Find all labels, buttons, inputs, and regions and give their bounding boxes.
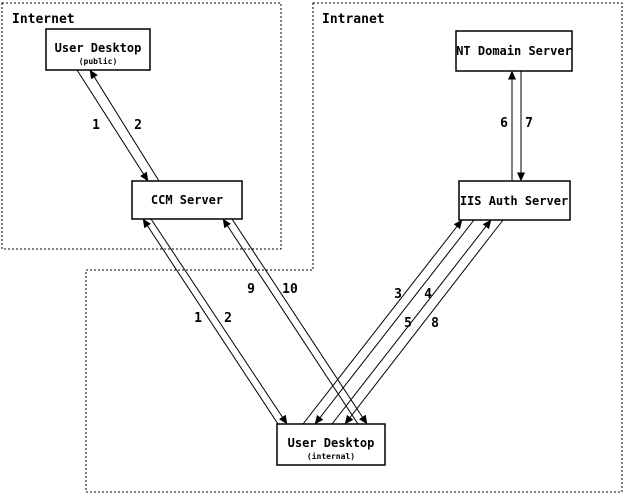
node-user-desktop-internal: User Desktop (internal) xyxy=(276,423,386,466)
node-iis-auth-server: IIS Auth Server xyxy=(458,180,571,221)
edge-label-5: 5 xyxy=(404,316,412,331)
edge-2-ccm-to-public-desktop xyxy=(89,69,160,182)
edge-label-2-internal: 2 xyxy=(224,311,232,326)
user-desktop-internal-box xyxy=(276,423,386,466)
intranet-zone-border xyxy=(85,2,623,493)
edge-1-public-desktop-to-ccm xyxy=(76,69,149,182)
edge-9-internal-desktop-to-ccm xyxy=(222,218,359,425)
nt-domain-server-title: NT Domain Server xyxy=(456,44,572,58)
iis-auth-server-title: IIS Auth Server xyxy=(460,194,568,208)
edge-10-ccm-to-internal-desktop xyxy=(231,218,368,425)
user-desktop-public-box xyxy=(45,28,151,71)
internet-zone-border xyxy=(1,2,282,250)
user-desktop-public-title: User Desktop xyxy=(55,41,142,55)
user-desktop-internal-subtitle: (internal) xyxy=(307,451,355,461)
edge-label-1-internal: 1 xyxy=(194,311,202,326)
intranet-zone-label: Intranet xyxy=(322,12,385,27)
edge-label-6: 6 xyxy=(500,116,508,131)
node-user-desktop-public: User Desktop (public) xyxy=(45,28,151,71)
edge-label-7: 7 xyxy=(525,116,533,131)
edge-3-internal-desktop-to-iis xyxy=(302,219,463,425)
edge-label-3: 3 xyxy=(394,287,402,302)
edge-8-iis-to-internal-desktop xyxy=(344,219,504,425)
user-desktop-internal-title: User Desktop xyxy=(288,436,375,450)
edge-label-8: 8 xyxy=(431,316,439,331)
ccm-server-title: CCM Server xyxy=(151,193,223,207)
iis-auth-server-box xyxy=(458,180,571,221)
user-desktop-public-subtitle: (public) xyxy=(79,56,118,66)
internet-zone-label: Internet xyxy=(12,12,75,27)
edge-2-ccm-to-internal-desktop xyxy=(150,218,288,425)
edge-5-internal-desktop-to-iis xyxy=(331,219,492,425)
edge-label-1-public: 1 xyxy=(92,118,100,133)
edge-label-10: 10 xyxy=(282,282,298,297)
edge-label-2-public: 2 xyxy=(134,118,142,133)
edge-label-4: 4 xyxy=(424,287,432,302)
edge-1-internal-desktop-to-ccm xyxy=(142,218,279,425)
nt-domain-server-box xyxy=(455,30,573,72)
ccm-server-box xyxy=(131,180,243,220)
edge-4-iis-to-internal-desktop xyxy=(314,219,475,425)
edge-label-9: 9 xyxy=(247,282,255,297)
node-ccm-server: CCM Server xyxy=(131,180,243,220)
node-nt-domain-server: NT Domain Server xyxy=(455,30,573,72)
